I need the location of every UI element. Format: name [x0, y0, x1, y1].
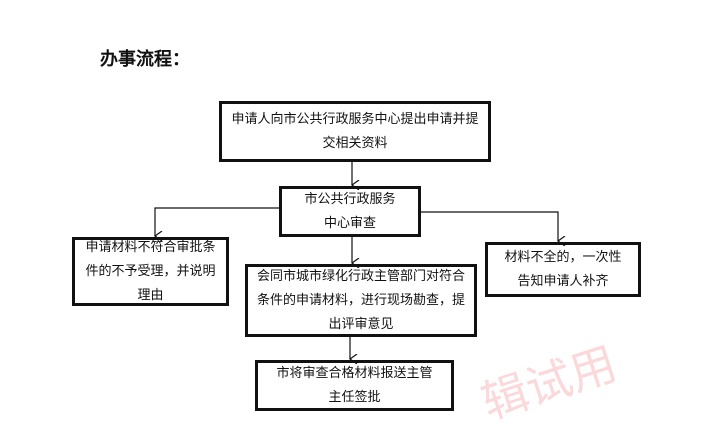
- step-approve: 市将审查合格材料报送主管主任签批: [255, 360, 454, 411]
- step-submit: 申请人向市公共行政服务中心提出申请并提交相关资料: [219, 101, 491, 162]
- step-incomplete: 材料不全的，一次性告知申请人补齐: [485, 242, 641, 297]
- arrow-review-incomplete: [420, 211, 558, 241]
- step-inspect: 会同市城市绿化行政主管部门对符合条件的申请材料，进行现场勘查，提出评审意见: [245, 264, 477, 337]
- step-reject: 申请材料不符合审批条件的不予受理，并说明理由: [72, 237, 229, 306]
- page-title: 办事流程：: [100, 49, 190, 70]
- step-review: 市公共行政服务中心审查: [279, 186, 421, 237]
- arrow-review-reject: [155, 207, 280, 236]
